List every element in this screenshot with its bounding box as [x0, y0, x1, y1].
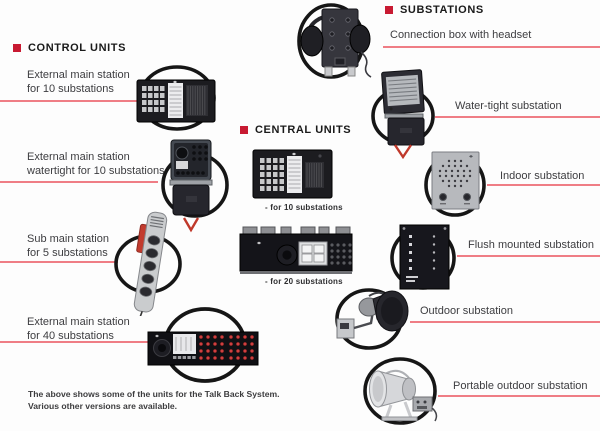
label-flush-mounted-substation: Flush mounted substation	[468, 239, 594, 251]
connector-line	[457, 255, 600, 257]
label-indoor-substation: Indoor substation	[500, 170, 585, 182]
label-outdoor-substation: Outdoor substation	[420, 305, 513, 317]
label-line: External main station	[27, 151, 130, 163]
outdoor-substation-image	[333, 283, 417, 359]
label-line: External main station	[27, 316, 130, 328]
label-sub-main-5: Sub main station for 5 substations	[27, 232, 109, 261]
external-main-station-10-image	[130, 64, 224, 134]
label-watertight-substation: Water-tight substation	[455, 100, 562, 112]
connector-line	[0, 181, 158, 183]
connection-box-headset-image	[293, 0, 387, 84]
footer-line: The above shows some of the units for th…	[28, 389, 280, 399]
label-line: for 10 substations	[27, 83, 114, 96]
label-connection-box: Connection box with headset	[390, 29, 532, 41]
label-line: watertight for 10 substations	[27, 165, 165, 178]
caption-for-20-substations: - for 20 substations	[265, 277, 343, 286]
central-unit-20-image	[226, 218, 366, 278]
label-line: for 40 substations	[27, 330, 114, 343]
substations-title: SUBSTATIONS	[400, 4, 484, 16]
external-main-station-40-image	[143, 303, 267, 387]
portable-outdoor-substation-image	[361, 353, 449, 431]
footer-line: Various other versions are available.	[28, 401, 178, 412]
substations-heading: SUBSTATIONS	[385, 4, 484, 16]
sub-main-station-image	[108, 210, 194, 316]
flush-mounted-substation-image	[388, 218, 462, 300]
connector-line	[487, 184, 600, 186]
connector-line	[0, 100, 140, 102]
external-main-station-watertight-image	[158, 132, 240, 244]
control-units-heading: CONTROL UNITS	[13, 42, 126, 54]
label-external-main-watertight: External main station watertight for 10 …	[27, 150, 165, 179]
watertight-substation-image	[366, 60, 444, 168]
indoor-substation-image	[423, 146, 489, 224]
connector-line	[438, 395, 600, 397]
label-line: for 5 substations	[27, 247, 108, 260]
connector-line	[0, 341, 150, 343]
label-line: External main station	[27, 69, 130, 81]
connector-line	[383, 46, 600, 48]
central-units-title: CENTRAL UNITS	[255, 124, 352, 136]
caption-for-10-substations: - for 10 substations	[265, 203, 343, 212]
connector-line	[410, 321, 600, 323]
label-line: Sub main station	[27, 233, 109, 245]
red-square-icon	[240, 126, 248, 134]
red-square-icon	[385, 6, 393, 14]
red-square-icon	[13, 44, 21, 52]
label-external-main-10: External main station for 10 substations	[27, 68, 130, 97]
control-units-title: CONTROL UNITS	[28, 42, 127, 54]
connector-line	[0, 261, 118, 263]
central-unit-10-image	[250, 143, 338, 205]
footer-note: The above shows some of the units for th…	[28, 388, 280, 413]
label-external-main-40: External main station for 40 substations	[27, 315, 130, 344]
central-units-heading: CENTRAL UNITS	[240, 124, 351, 136]
label-portable-outdoor-substation: Portable outdoor substation	[453, 380, 588, 392]
connector-line	[435, 116, 600, 118]
